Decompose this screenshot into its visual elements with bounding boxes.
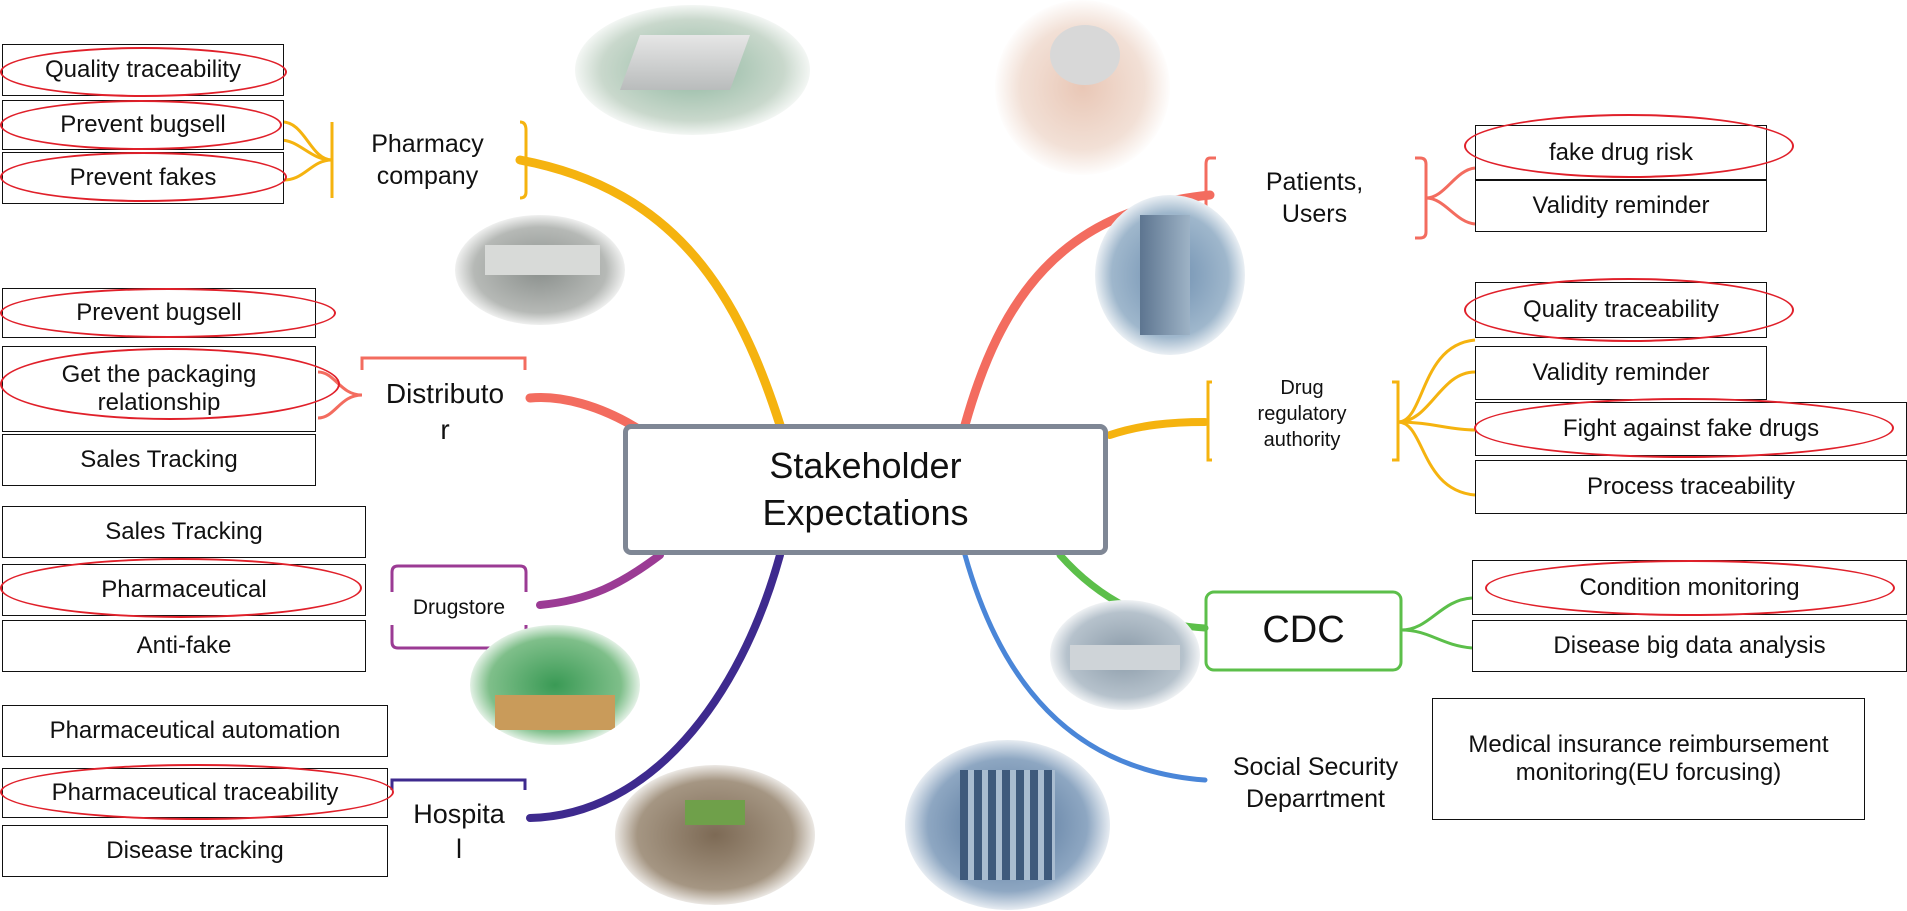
regulatory-item-fight-fake-drugs: Fight against fake drugs	[1475, 402, 1907, 456]
bracket-distributor	[360, 356, 527, 370]
bracket-hospital	[390, 778, 527, 790]
pharmacy-item-prevent-bugsell: Prevent bugsell	[2, 100, 284, 150]
connectors-regulatory	[1397, 338, 1476, 497]
hospital-item-disease-tracking: Disease tracking	[2, 825, 388, 877]
patients-item-validity-reminder: Validity reminder	[1475, 180, 1767, 232]
pharmacy-item-prevent-fakes: Prevent fakes	[2, 152, 284, 204]
branch-label-patients: Patients, Users	[1265, 167, 1364, 229]
pharmacy-storefront-photo-icon	[470, 625, 640, 745]
connectors-pharmacy	[279, 120, 333, 182]
center-title-line2: Expectations	[762, 491, 969, 533]
connectors-cdc	[1400, 596, 1473, 650]
distributor-item-sales-tracking: Sales Tracking	[2, 434, 316, 486]
social-item-insurance-monitoring: Medical insurance reimbursement monitori…	[1432, 698, 1865, 820]
branch-line-distributor	[525, 393, 645, 435]
cdc-item-condition-monitoring: Condition monitoring	[1472, 560, 1907, 615]
drugstore-item-anti-fake: Anti-fake	[2, 620, 366, 672]
branch-label-hospital: Hospita l	[413, 798, 505, 864]
elderly-patient-photo-icon	[995, 0, 1170, 175]
government-building-photo-icon	[905, 740, 1110, 910]
drugstore-item-pharmaceutical: Pharmaceutical	[2, 564, 366, 616]
hospital-item-traceability: Pharmaceutical traceability	[2, 768, 388, 818]
connectors-patients	[1425, 166, 1476, 226]
center-node: Stakeholder Expectations	[623, 424, 1108, 555]
branch-line-pharmacy	[515, 155, 785, 430]
hospital-campus-photo-icon	[615, 765, 815, 905]
branch-label-pharmacy: Pharmacy company	[371, 129, 484, 191]
regulatory-item-validity-reminder: Validity reminder	[1475, 346, 1767, 400]
branch-label-drugstore: Drugstore	[412, 596, 506, 620]
patients-item-fake-drug-risk: fake drug risk	[1475, 125, 1767, 180]
branch-label-regulatory: Drug regulatory authority	[1257, 377, 1347, 451]
branch-label-distributor: Distributo r	[385, 377, 505, 445]
factory-photo-icon	[575, 5, 810, 135]
branch-line-drugstore	[536, 551, 664, 609]
cdc-gate-photo-icon	[1050, 600, 1200, 710]
hospital-item-automation: Pharmaceutical automation	[2, 705, 388, 757]
branch-line-social	[962, 552, 1208, 783]
connectors-distributor	[317, 370, 363, 420]
regulatory-item-quality-traceability: Quality traceability	[1475, 282, 1767, 338]
regulatory-item-process-traceability: Process traceability	[1475, 460, 1907, 514]
cdc-item-big-data-analysis: Disease big data analysis	[1472, 620, 1907, 672]
branch-line-hospital	[526, 551, 784, 822]
distributor-item-prevent-bugsell: Prevent bugsell	[2, 288, 316, 338]
pharmacy-item-quality-traceability: Quality traceability	[2, 44, 284, 96]
center-title-line1: Stakeholder	[769, 444, 962, 486]
warehouse-photo-icon	[455, 215, 625, 325]
distributor-item-packaging-relationship: Get the packaging relationship	[2, 346, 316, 432]
branch-label-cdc: CDC	[1262, 609, 1345, 652]
drugstore-item-sales-tracking: Sales Tracking	[2, 506, 366, 558]
branch-line-regulatory	[1106, 418, 1209, 439]
branch-label-social: Social Security Deparrtment	[1232, 752, 1399, 814]
tower-building-photo-icon	[1095, 195, 1245, 355]
